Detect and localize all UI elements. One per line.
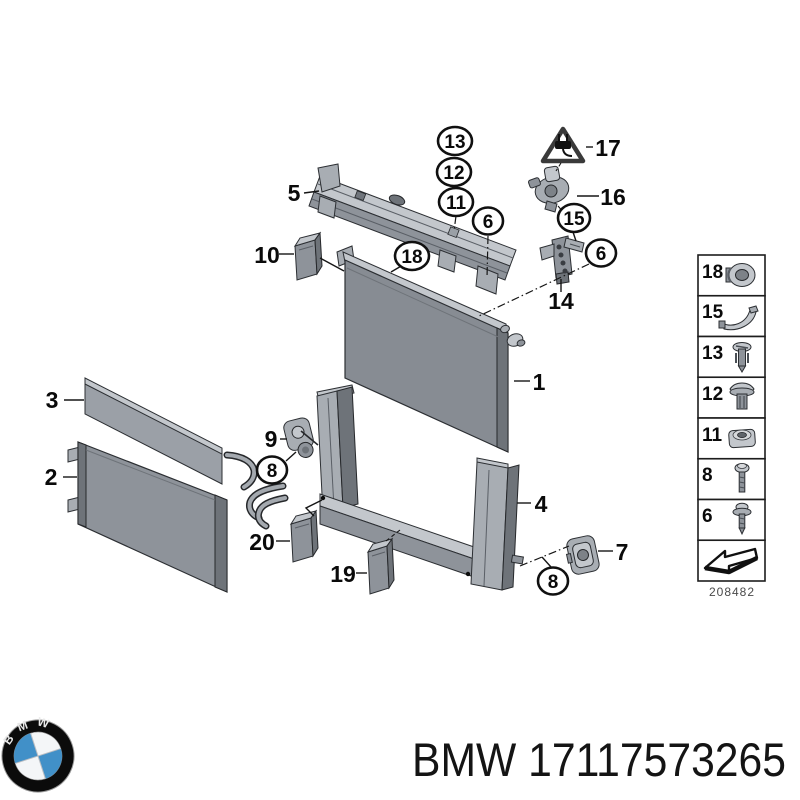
- callout-label-7: 7: [616, 539, 629, 565]
- radiator-filler-cap: [500, 324, 526, 347]
- svg-text:6: 6: [596, 244, 607, 265]
- svg-text:12: 12: [443, 163, 464, 184]
- callout-circle-18: 18: [393, 240, 431, 272]
- svg-text:11: 11: [446, 193, 467, 214]
- callout-label-14: 14: [548, 288, 574, 314]
- part-20-holder: [289, 509, 319, 563]
- callout-label-16: 16: [600, 184, 626, 210]
- expansion-rivet-flange-icon: [729, 382, 755, 410]
- callout-label-2: 2: [45, 464, 58, 490]
- callout-circle-6-right: 6: [584, 238, 618, 268]
- legend-cell: [697, 498, 766, 542]
- callout-circle-8-bottom: 8: [536, 566, 570, 596]
- callout-circle-15: 15: [556, 202, 592, 234]
- hose-clamp-icon: [725, 263, 756, 287]
- callout-circle-6-top: 6: [471, 206, 505, 236]
- callout-label-9: 9: [265, 426, 278, 452]
- legend-label-18: 18: [702, 262, 723, 283]
- callout-label-17: 17: [595, 135, 621, 161]
- part-17-warning-triangle: [540, 126, 586, 164]
- legend-label-12: 12: [702, 384, 723, 405]
- svg-text:8: 8: [548, 572, 559, 593]
- direction-arrow-icon: [703, 547, 759, 575]
- part-9-mount: [283, 417, 319, 458]
- footer: BMW BMW 17117573265: [0, 708, 786, 793]
- part-5-carrier: [308, 163, 517, 295]
- electrical-plug-icon: [555, 134, 573, 157]
- legend-label-15: 15: [702, 302, 724, 323]
- legend-label-11: 11: [702, 425, 723, 446]
- part-14-bracket: [539, 235, 585, 285]
- callout-circle-8-left: 8: [255, 455, 289, 485]
- part-19-holder: [366, 537, 395, 595]
- legend-label-13: 13: [702, 343, 723, 364]
- expansion-rivet-icon: [732, 342, 752, 373]
- part-16-actuator: [527, 165, 570, 213]
- part-1-radiator: [336, 245, 526, 453]
- callout-circle-13: 13: [436, 125, 474, 157]
- self-tapping-screw-icon: [732, 502, 752, 536]
- diagram-code: 208482: [709, 585, 755, 599]
- callout-label-5: 5: [288, 180, 301, 206]
- screw-icon: [734, 463, 750, 493]
- pipe-bracket-icon: [718, 305, 759, 331]
- callout-label-19: 19: [330, 561, 356, 587]
- svg-text:8: 8: [267, 461, 278, 482]
- part-10-holder: [293, 231, 323, 281]
- svg-text:18: 18: [401, 247, 422, 268]
- callout-label-10: 10: [254, 242, 280, 268]
- legend-cell: [697, 457, 766, 501]
- part-3-panel: [84, 377, 223, 485]
- legend-label-8: 8: [702, 465, 713, 486]
- square-nut-icon: [728, 428, 756, 449]
- bmw-logo: BMW: [0, 708, 75, 793]
- part-7-cap: [565, 535, 600, 575]
- callout-label-4: 4: [535, 491, 548, 517]
- part-number-text: BMW 17117573265: [412, 733, 786, 786]
- svg-text:15: 15: [563, 209, 585, 230]
- svg-text:6: 6: [483, 212, 494, 233]
- callout-label-1: 1: [533, 369, 546, 395]
- callout-label-20: 20: [249, 529, 275, 555]
- callout-circle-12: 12: [435, 156, 473, 188]
- legend-sidebar: 18 15 13 12 11 8 6: [697, 254, 766, 599]
- legend-cell: [697, 335, 766, 379]
- callout-label-3: 3: [46, 387, 59, 413]
- part-4-lower-frame: [316, 384, 525, 591]
- svg-text:13: 13: [444, 132, 465, 153]
- legend-label-6: 6: [702, 506, 713, 527]
- part-2-aux-radiator: [67, 441, 289, 593]
- callout-circle-11: 11: [437, 186, 475, 218]
